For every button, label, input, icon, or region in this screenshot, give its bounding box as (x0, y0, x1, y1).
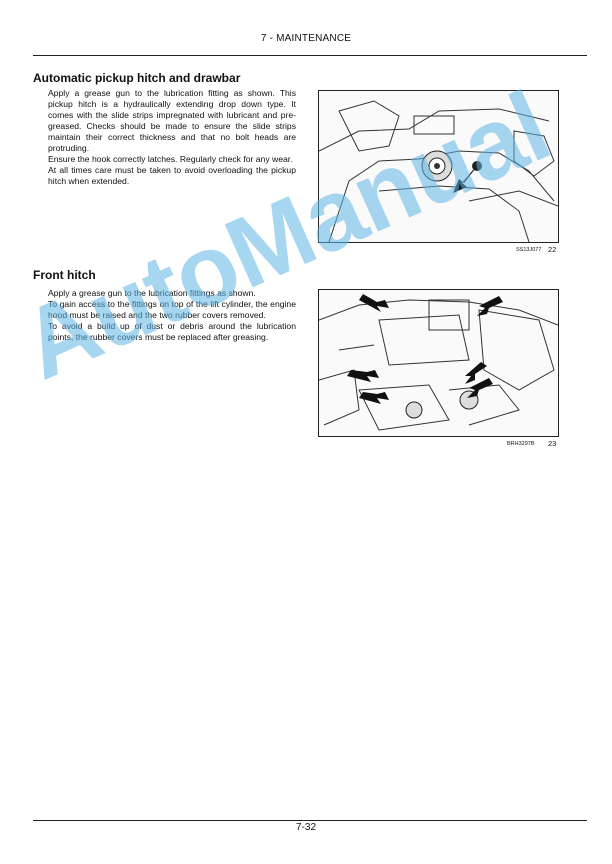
paragraph: To gain access to the fittings on top of… (48, 299, 296, 320)
section-body-front-hitch: Apply a grease gun to the lubrication fi… (48, 288, 296, 343)
figure-pickup-hitch-illustration (318, 90, 559, 243)
paragraph: To avoid a build up of dust or debris ar… (48, 321, 296, 342)
figure-number: 22 (548, 245, 557, 254)
section-heading-pickup-hitch: Automatic pickup hitch and drawbar (33, 71, 241, 85)
section-heading-front-hitch: Front hitch (33, 268, 96, 282)
page-number: 7-32 (295, 822, 316, 833)
header-rule (33, 55, 587, 56)
paragraph: Apply a grease gun to the lubrication fi… (48, 288, 256, 298)
figure-code: BRH3297B (507, 441, 535, 447)
page-header-title: 7 - MAINTENANCE (260, 33, 352, 44)
footer-rule (33, 820, 587, 821)
figure-number: 23 (548, 439, 557, 448)
figure-front-hitch-illustration (318, 289, 559, 437)
paragraph: Ensure the hook correctly latches. Regul… (48, 154, 293, 164)
figure-code: SS13J077 (516, 247, 542, 253)
paragraph: Apply a grease gun to the lubrication fi… (48, 88, 296, 153)
paragraph: At all times care must be taken to avoid… (48, 165, 296, 186)
section-body-pickup-hitch: Apply a grease gun to the lubrication fi… (48, 88, 296, 187)
